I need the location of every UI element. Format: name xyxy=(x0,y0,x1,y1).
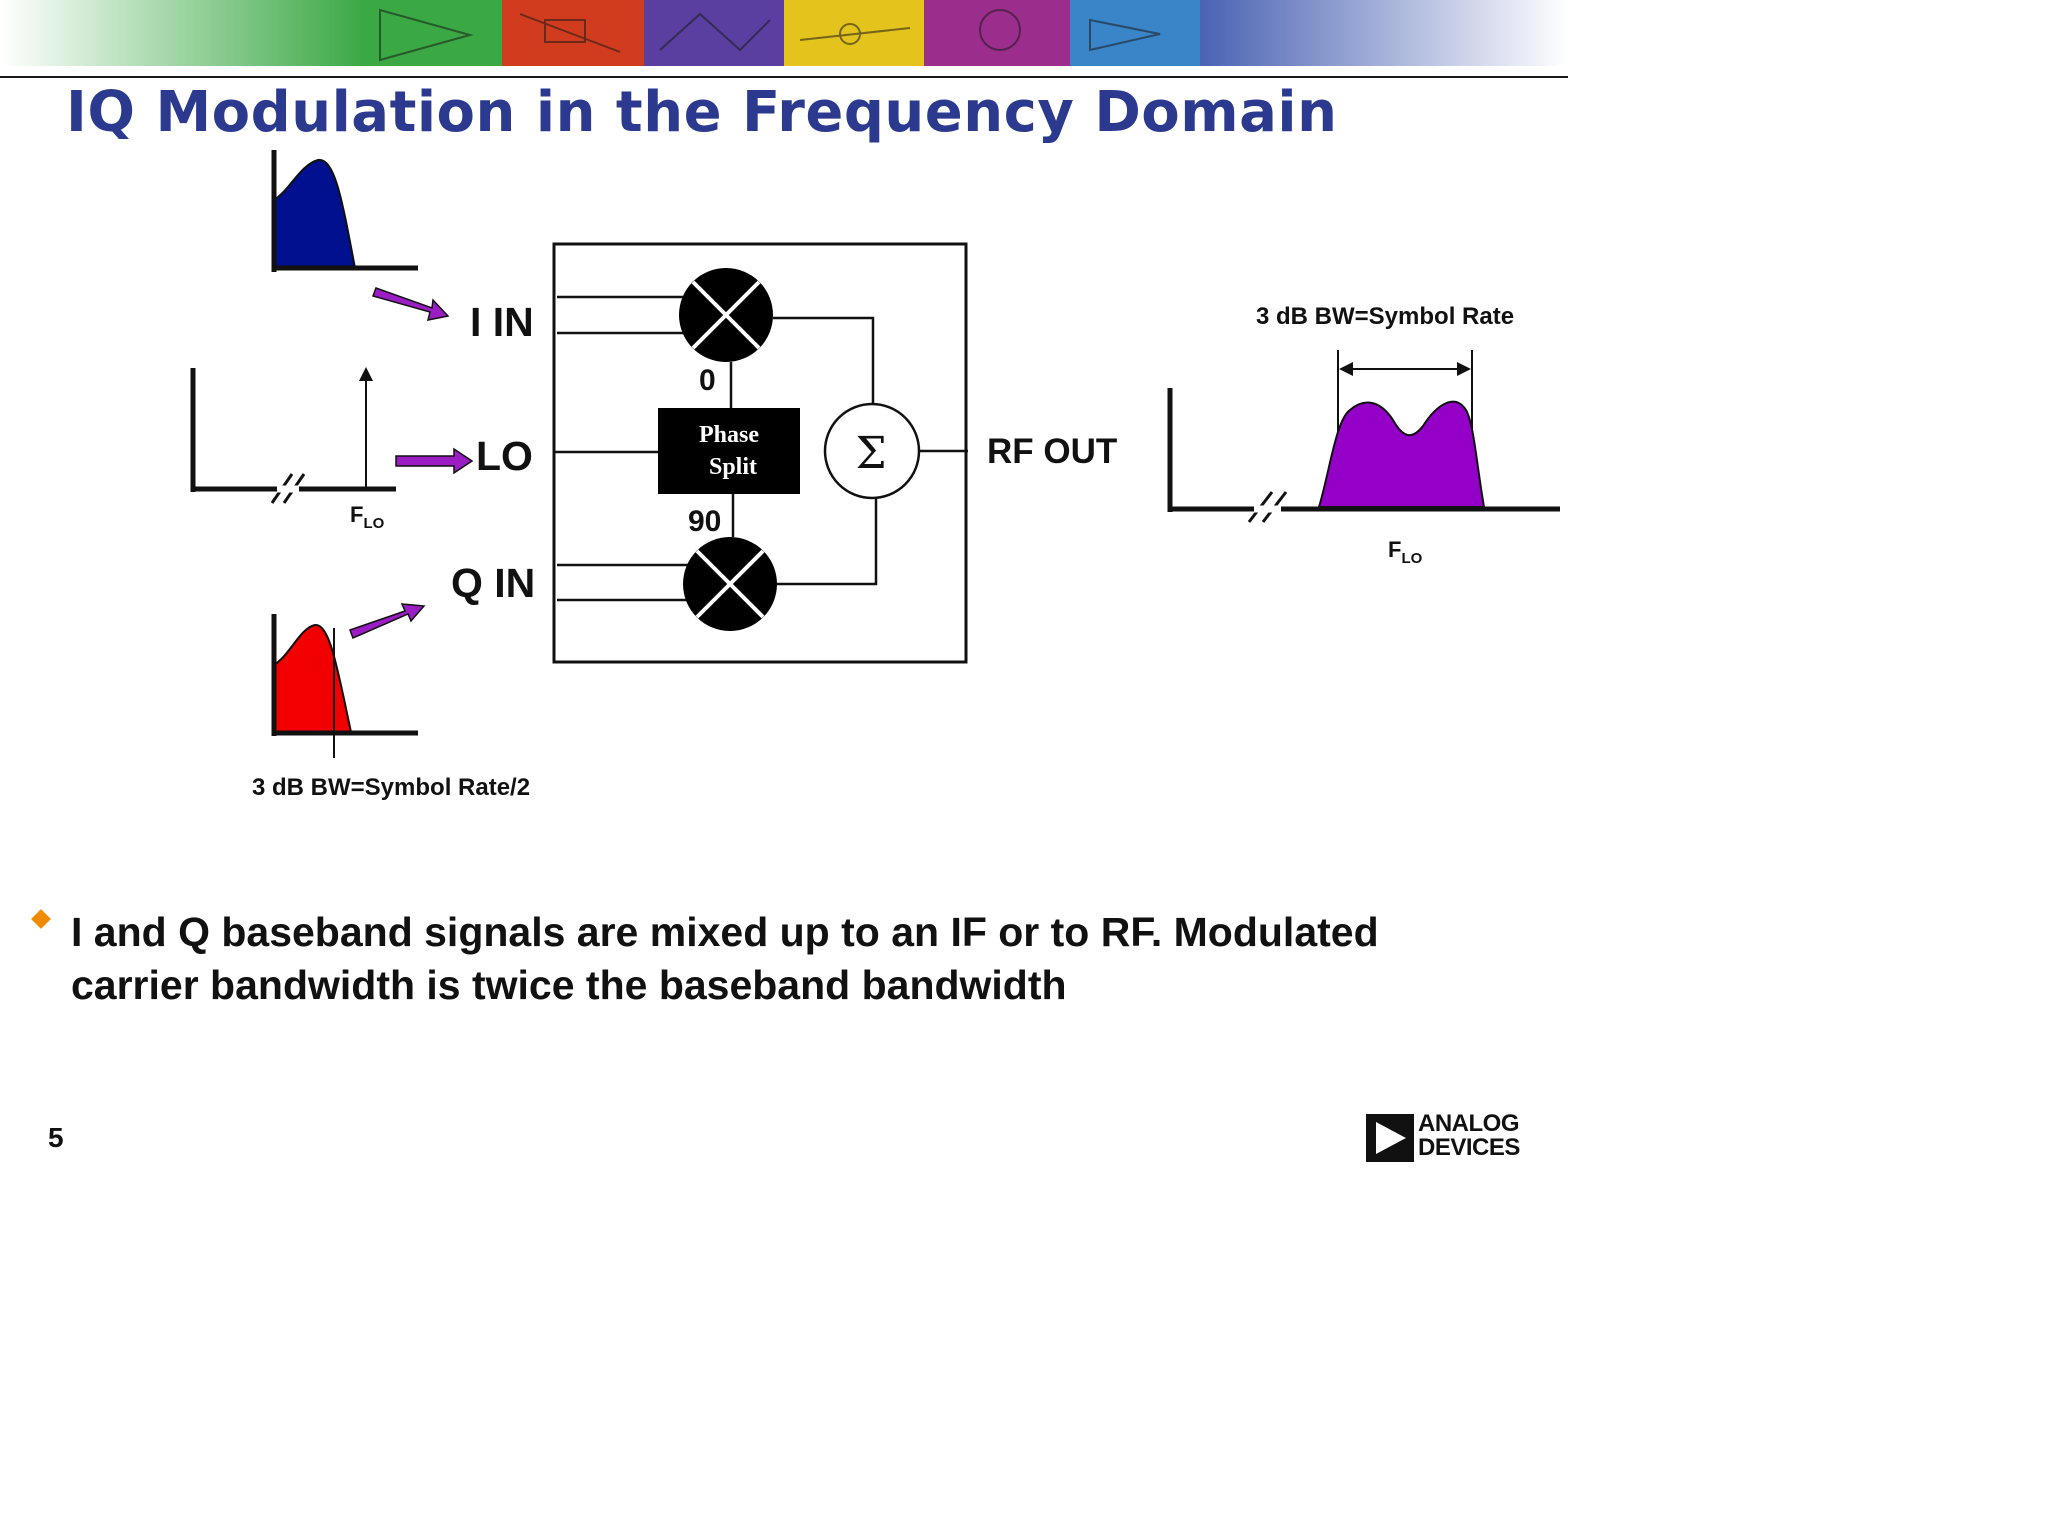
rf-spectrum-fill xyxy=(1317,400,1486,508)
analog-devices-logo: ANALOG DEVICES xyxy=(1366,1112,1526,1168)
arrow-i-to-input xyxy=(372,287,450,321)
logo-line1: ANALOG xyxy=(1418,1110,1519,1137)
svg-text:FLO: FLO xyxy=(350,502,385,532)
logo-mark-icon xyxy=(1366,1114,1414,1162)
flo-label-left: F xyxy=(350,502,363,527)
q-mixer xyxy=(683,537,777,631)
iq-modulator-diagram: FLO 3 dB BW=Symbol Rate/2 I IN LO Q IN xyxy=(190,150,1560,801)
banner-tile-analog xyxy=(1070,0,1200,66)
header-rule xyxy=(0,76,1568,78)
logo-line2: DEVICES xyxy=(1418,1134,1520,1161)
arrow-q-to-input xyxy=(349,603,426,640)
flo-sub-left: LO xyxy=(363,515,384,532)
sum-symbol: Σ xyxy=(855,428,886,479)
i-spectrum-fill xyxy=(273,158,357,269)
phase-90-label: 90 xyxy=(688,505,721,538)
page-title: IQ Modulation in the Frequency Domain xyxy=(66,80,1338,145)
rf-out-label: RF OUT xyxy=(987,432,1117,471)
q-in-label: Q IN xyxy=(451,560,535,606)
banner-tile-rf xyxy=(784,0,924,66)
header-banner xyxy=(0,0,1568,66)
phase-0-label: 0 xyxy=(699,364,716,397)
phase-split-block xyxy=(658,408,800,494)
phase-split-line1: Phase xyxy=(699,422,759,448)
q-baseband-spectrum xyxy=(271,614,418,758)
i-baseband-spectrum xyxy=(271,150,418,272)
page-number: 5 xyxy=(48,1122,64,1153)
i-mixer xyxy=(679,268,773,362)
arrow-lo-to-input xyxy=(395,447,474,475)
logo-text: ANALOG DEVICES xyxy=(1418,1112,1520,1160)
output-bw-label: 3 dB BW=Symbol Rate xyxy=(1256,303,1514,330)
bullet-text: I and Q baseband signals are mixed up to… xyxy=(71,909,1379,1008)
flo-sub-right: LO xyxy=(1401,550,1422,567)
lo-label: LO xyxy=(476,433,533,479)
baseband-bw-label: 3 dB BW=Symbol Rate/2 xyxy=(252,774,530,801)
rf-output-spectrum xyxy=(1167,388,1560,523)
phase-split-line2: Split xyxy=(709,454,757,480)
banner-tile-power xyxy=(502,0,644,66)
summer: Σ xyxy=(823,402,921,500)
flo-label-right: F xyxy=(1388,537,1401,562)
i-in-label: I IN xyxy=(470,299,534,345)
lo-spectrum xyxy=(190,367,396,504)
svg-text:FLO: FLO xyxy=(1388,537,1423,567)
banner-tile-dsp xyxy=(644,0,784,66)
banner-tile-amplifiers xyxy=(366,0,502,66)
q-spectrum-fill xyxy=(273,624,353,733)
